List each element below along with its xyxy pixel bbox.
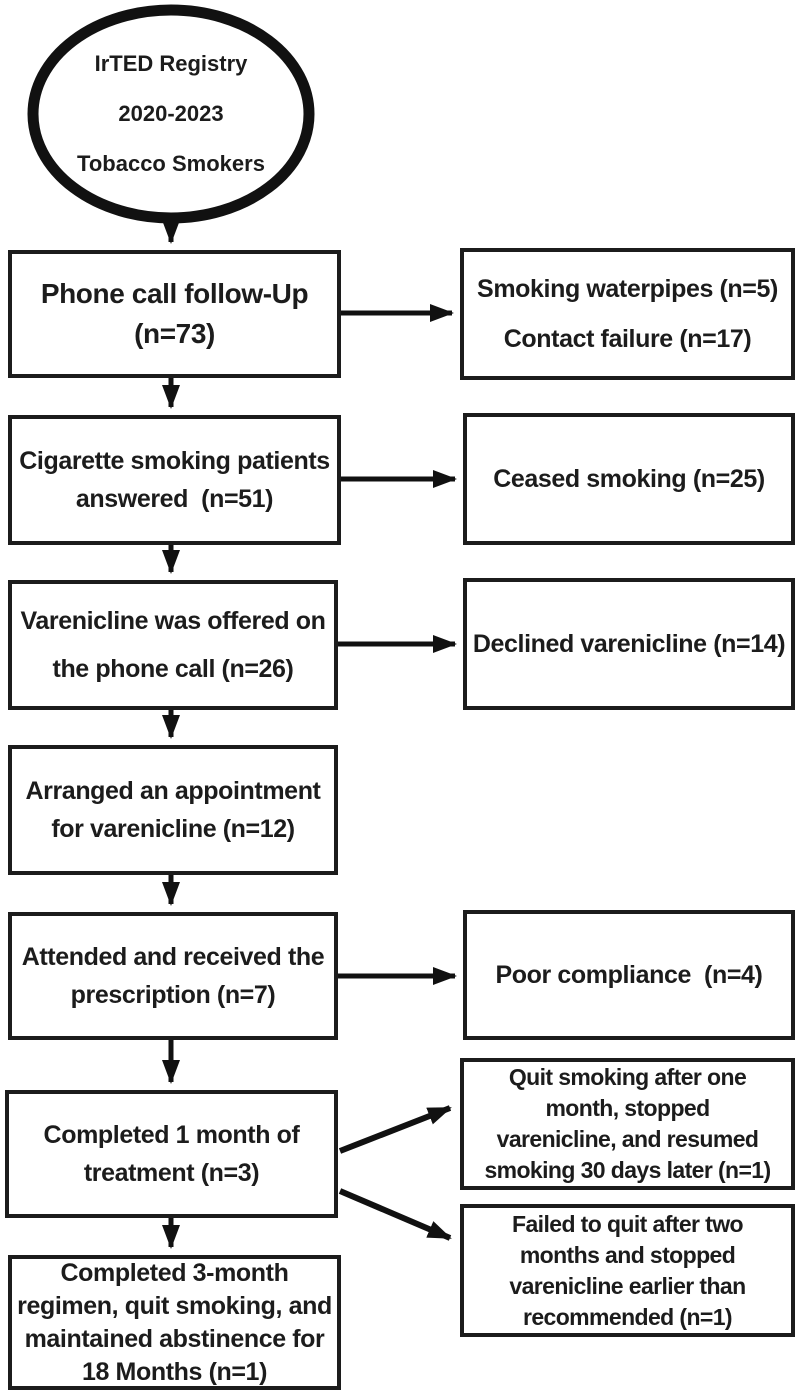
box-text-line: Quit smoking after one xyxy=(508,1064,747,1090)
box-text-line: prescription (n=7) xyxy=(70,981,276,1009)
box-text-line: the phone call (n=26) xyxy=(52,655,294,683)
box-attended-received: Attended and received the prescription (… xyxy=(8,912,338,1040)
box-text-line: Phone call follow-Up xyxy=(40,278,309,309)
box-completed-3-month: Completed 3-month regimen, quit smoking,… xyxy=(8,1255,341,1390)
ellipse-line: IrTED Registry xyxy=(94,51,248,76)
box-phone-call-follow-up: Phone call follow-Up (n=73) xyxy=(8,250,341,378)
box-text-line: varenicline, and resumed xyxy=(496,1126,759,1152)
box-poor-compliance: Poor compliance (n=4) xyxy=(463,910,795,1040)
box-text-line: 18 Months (n=1) xyxy=(82,1357,267,1386)
box-declined-varenicline: Declined varenicline (n=14) xyxy=(463,578,795,710)
box-text-line: Completed 1 month of xyxy=(43,1121,300,1149)
start-ellipse-outline xyxy=(27,4,315,224)
start-ellipse: IrTED Registry 2020-2023 Tobacco Smokers xyxy=(32,38,310,190)
box-text-line: month, stopped xyxy=(545,1095,710,1121)
box-text-line: maintained abstinence for xyxy=(24,1324,325,1353)
box-text-line: (n=73) xyxy=(134,318,215,349)
box-text-line: Completed 3-month xyxy=(60,1258,289,1287)
ellipse-line: Tobacco Smokers xyxy=(77,151,265,176)
arrow-box6-to-side6 xyxy=(338,1188,452,1241)
box-text-line: recommended (n=1) xyxy=(523,1303,733,1330)
box-text-line: Cigarette smoking patients xyxy=(19,447,330,475)
box-text-line: Poor compliance (n=4) xyxy=(495,961,763,989)
box-text-line: Smoking waterpipes (n=5) xyxy=(477,275,778,303)
box-arranged-appointment: Arranged an appointment for varenicline … xyxy=(8,745,338,875)
box-text-line: answered (n=51) xyxy=(75,485,274,513)
box-completed-1-month: Completed 1 month of treatment (n=3) xyxy=(5,1090,338,1218)
box-failed-to-quit: Failed to quit after two months and stop… xyxy=(460,1204,795,1337)
box-cigarette-smokers-answered: Cigarette smoking patients answered (n=5… xyxy=(8,415,341,545)
arrow-box6-to-side5 xyxy=(338,1105,452,1154)
box-text-line: smoking 30 days later (n=1) xyxy=(484,1157,771,1183)
box-text-line: Failed to quit after two xyxy=(512,1210,744,1237)
box-text-line: for varenicline (n=12) xyxy=(51,815,295,843)
box-text-line: Ceased smoking (n=25) xyxy=(493,465,765,493)
box-text-line: Contact failure (n=17) xyxy=(503,325,752,353)
box-varenicline-offered: Varenicline was offered on the phone cal… xyxy=(8,580,338,710)
box-text-line: months and stopped xyxy=(519,1241,736,1268)
box-text-line: varenicline earlier than xyxy=(509,1272,746,1299)
box-quit-then-resumed: Quit smoking after one month, stopped va… xyxy=(460,1058,795,1190)
box-text-line: treatment (n=3) xyxy=(83,1159,260,1187)
box-text-line: Arranged an appointment xyxy=(25,777,321,805)
box-waterpipes-contact-failure: Smoking waterpipes (n=5) Contact failure… xyxy=(460,248,795,380)
box-ceased-smoking: Ceased smoking (n=25) xyxy=(463,413,795,545)
ellipse-line: 2020-2023 xyxy=(118,101,224,126)
box-text-line: Attended and received the xyxy=(21,943,325,971)
box-text-line: regimen, quit smoking, and xyxy=(17,1291,332,1320)
box-text-line: Declined varenicline (n=14) xyxy=(472,630,786,658)
box-text-line: Varenicline was offered on xyxy=(20,607,326,635)
